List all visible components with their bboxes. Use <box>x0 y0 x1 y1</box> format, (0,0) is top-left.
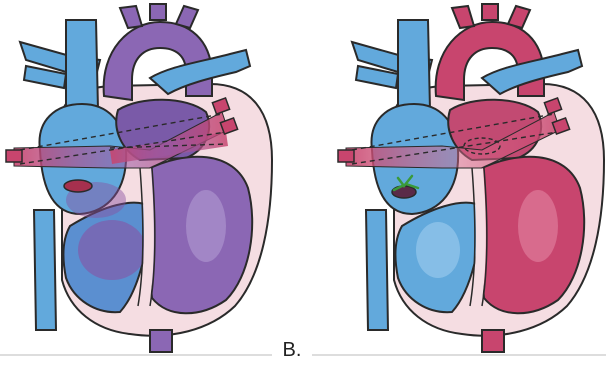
descending-vessel <box>482 330 504 352</box>
superior-vena-cava <box>66 20 98 110</box>
inferior-vena-cava <box>366 210 388 330</box>
vessel-stub <box>6 150 22 162</box>
arch-branch <box>120 6 142 28</box>
heart-pre-repair-icon <box>6 4 272 352</box>
lv-highlight <box>186 190 226 262</box>
atrial-septal-defect <box>64 180 92 192</box>
lv-highlight <box>518 190 558 262</box>
panel-label: B. <box>272 338 312 362</box>
arch-branch <box>150 4 166 20</box>
septum <box>144 168 149 306</box>
inferior-vena-cava <box>34 210 56 330</box>
arch-branch <box>482 4 498 20</box>
rv-highlight <box>416 222 460 278</box>
mixing-area <box>78 220 146 280</box>
septum <box>476 168 481 306</box>
vessel-stub <box>338 150 354 162</box>
arch-branch <box>176 6 198 28</box>
arch-branch <box>508 6 530 28</box>
heart-post-repair-icon <box>338 4 604 352</box>
descending-vessel <box>150 330 172 352</box>
arch-branch <box>452 6 474 28</box>
superior-vena-cava <box>398 20 430 110</box>
